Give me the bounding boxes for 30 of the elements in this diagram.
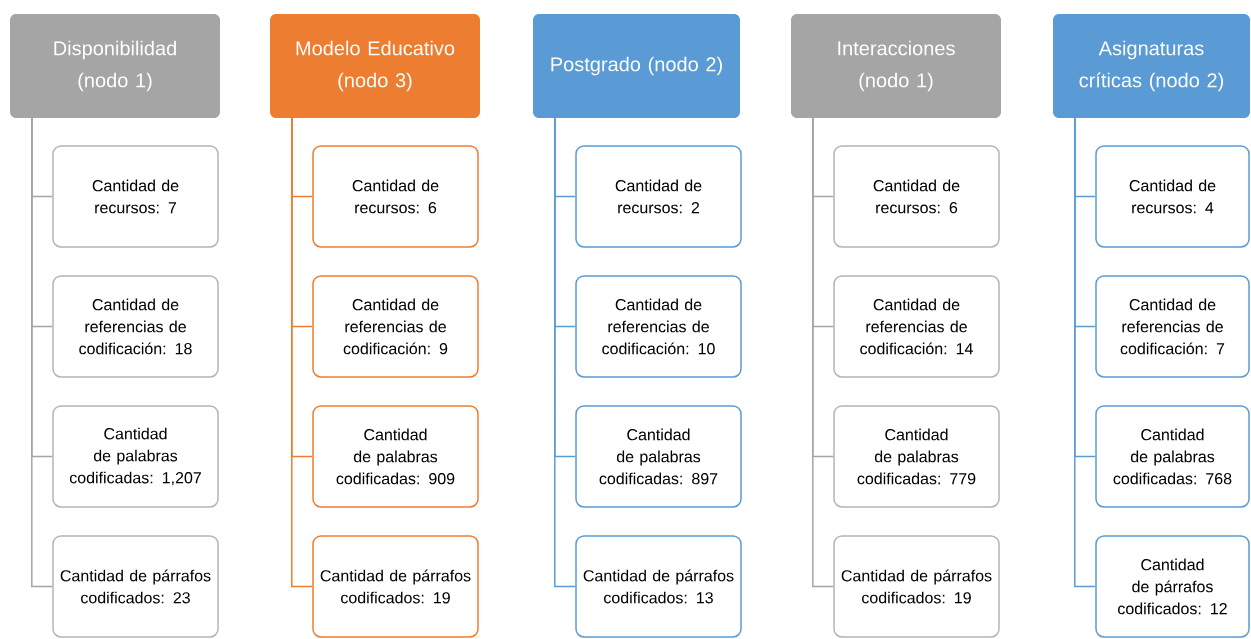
metric-box: Cantidad de palabras codificadas: 897 [575, 405, 742, 508]
metric-box: Cantidad de referencias de codificación: 9 [312, 275, 479, 378]
metric-box: Cantidad de palabras codificadas: 1,207 [52, 405, 219, 508]
metric-box: Cantidad de recursos: 6 [312, 145, 479, 248]
metric-box: Cantidad de referencias de codificación: 7 [1095, 275, 1250, 378]
metric-box: Cantidad de párrafos codificados: 23 [52, 535, 219, 638]
metric-box: Cantidad de palabras codificadas: 909 [312, 405, 479, 508]
metric-box: Cantidad de recursos: 7 [52, 145, 219, 248]
metric-box: Cantidad de recursos: 4 [1095, 145, 1250, 248]
metric-box: Cantidad de párrafos codificados: 19 [833, 535, 1000, 638]
category-box: Postgrado (nodo 2) [533, 14, 740, 118]
metric-box: Cantidad de palabras codificadas: 779 [833, 405, 1000, 508]
metric-box: Cantidad de referencias de codificación: 14 [833, 275, 1000, 378]
category-box: Disponibilidad (nodo 1) [10, 14, 220, 118]
metric-box: Cantidad de referencias de codificación: 10 [575, 275, 742, 378]
connector-line [31, 117, 53, 588]
metric-box: Cantidad de párrafos codificados: 12 [1095, 535, 1250, 638]
category-box: Interacciones (nodo 1) [791, 14, 1001, 118]
metric-box: Cantidad de párrafos codificados: 13 [575, 535, 742, 638]
connector-line [554, 117, 576, 588]
connector-line [291, 117, 313, 588]
category-box: Asignaturas críticas (nodo 2) [1053, 14, 1250, 118]
category-box: Modelo Educativo (nodo 3) [270, 14, 480, 118]
metric-box: Cantidad de palabras codificadas: 768 [1095, 405, 1250, 508]
metric-box: Cantidad de recursos: 6 [833, 145, 1000, 248]
connector-line [1074, 117, 1096, 588]
connector-line [812, 117, 834, 588]
metric-box: Cantidad de párrafos codificados: 19 [312, 535, 479, 638]
metric-box: Cantidad de recursos: 2 [575, 145, 742, 248]
metric-box: Cantidad de referencias de codificación: 18 [52, 275, 219, 378]
